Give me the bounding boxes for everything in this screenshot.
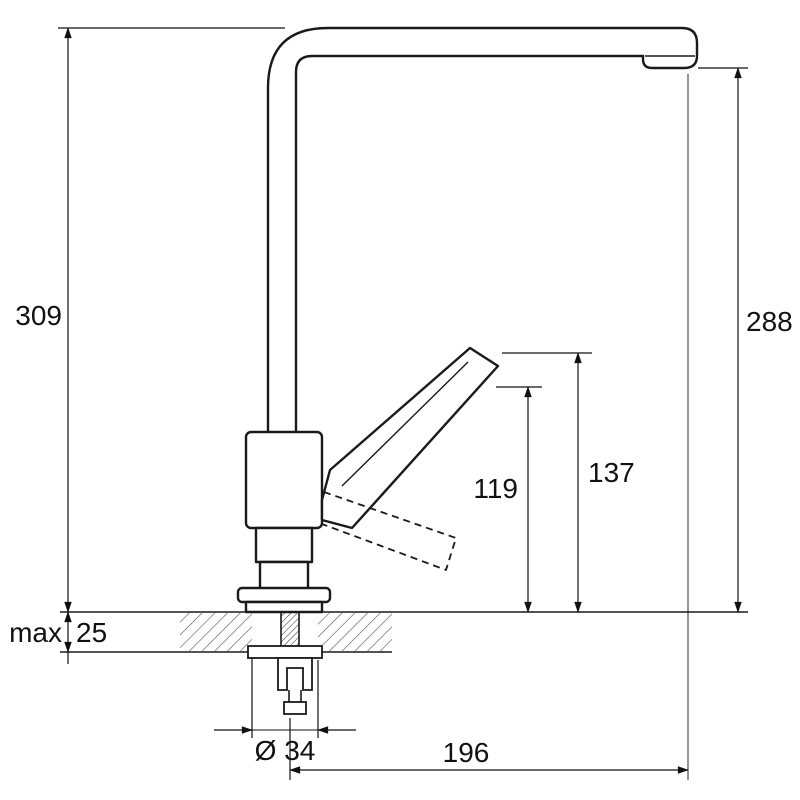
dim-max-label: max xyxy=(9,617,62,648)
dim-outlet-height xyxy=(698,67,748,613)
mixer-body-mid xyxy=(254,526,314,564)
mixer-body-lower xyxy=(258,560,310,592)
dim-handle-min-height xyxy=(496,386,542,613)
handle-lever xyxy=(320,346,500,530)
faucet-outline xyxy=(236,26,699,614)
dimension-annotations xyxy=(58,27,748,780)
dim-25-label: 25 xyxy=(76,617,107,648)
dim-hole-diameter xyxy=(214,658,356,738)
countertop xyxy=(60,611,748,653)
spout xyxy=(266,26,699,436)
hose-fitting xyxy=(283,701,307,715)
dimension-labels: 309 288 137 119 max 25 Ø 34 196 xyxy=(9,300,793,768)
dim-handle-max-height xyxy=(502,352,592,613)
mixer-body-upper xyxy=(244,430,324,530)
handle-detail-line xyxy=(341,361,469,487)
dim-196-label: 196 xyxy=(443,737,490,768)
base-plate xyxy=(244,600,324,614)
dim-34-label: Ø 34 xyxy=(255,735,316,766)
base-flange xyxy=(236,586,332,604)
dim-119-label: 119 xyxy=(473,473,518,504)
mounting-nut-plate xyxy=(247,645,323,659)
dim-total-height xyxy=(58,27,285,613)
handle-alt-position xyxy=(321,491,457,571)
countertop-hatch-right xyxy=(318,613,392,651)
dim-reach xyxy=(289,74,689,780)
mounting-bracket xyxy=(277,657,313,691)
dim-137-label: 137 xyxy=(588,457,635,488)
dim-309-label: 309 xyxy=(15,300,62,331)
countertop-hatch-left xyxy=(180,613,252,651)
dim-288-label: 288 xyxy=(746,306,793,337)
mounting-hardware xyxy=(247,611,323,715)
